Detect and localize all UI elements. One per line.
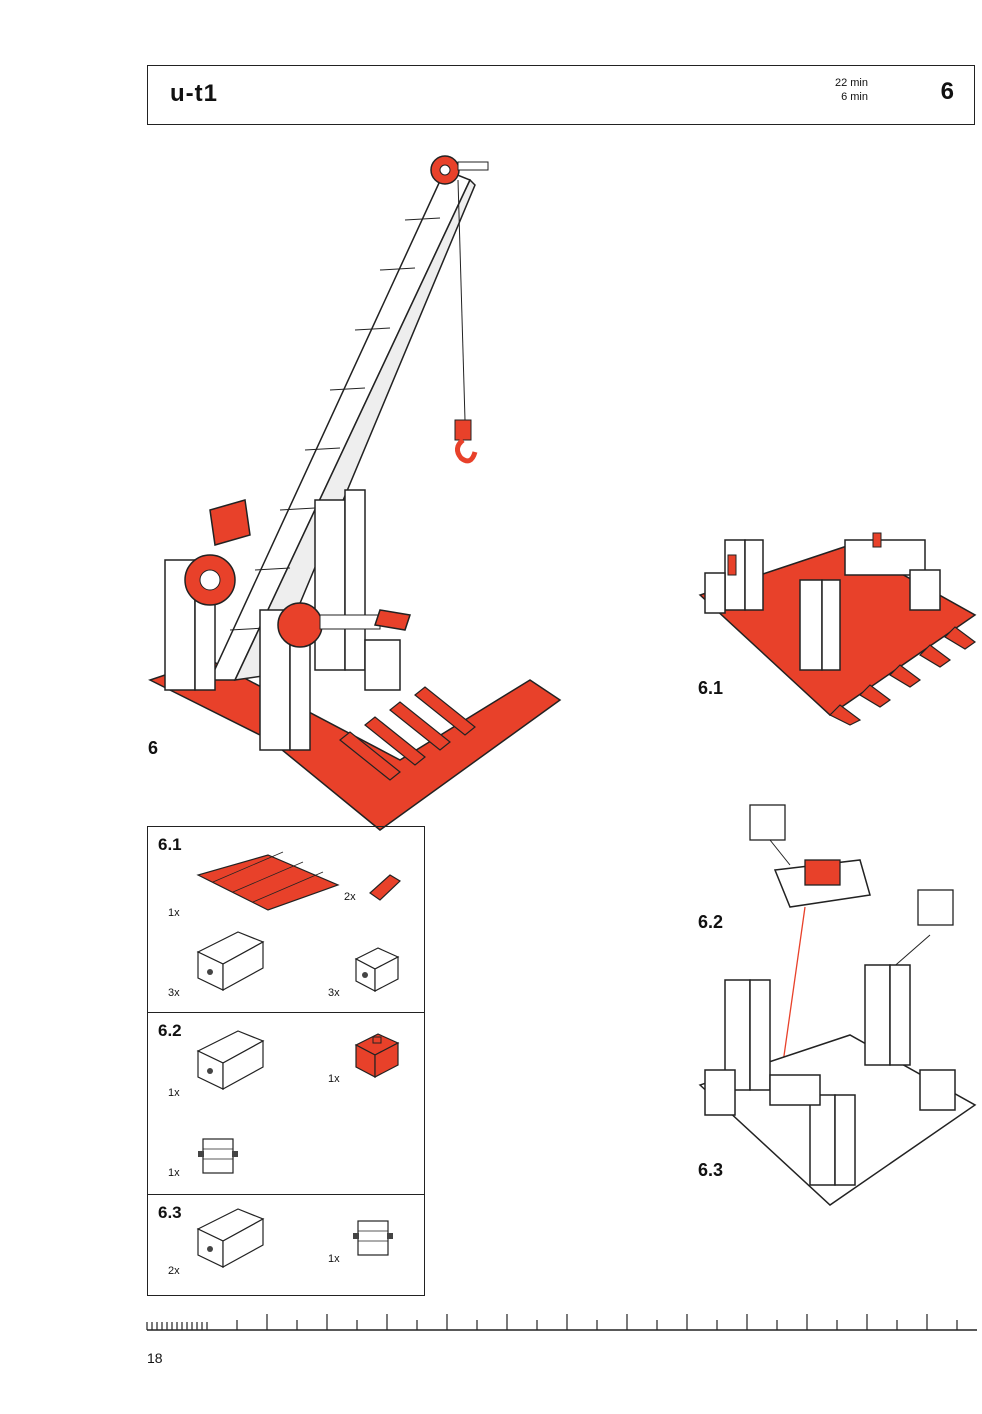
figure-6-1 [698,532,977,726]
white-building-block-icon [196,931,265,992]
qty-label: 3x [168,987,180,999]
figure-6-3-label: 6.3 [698,1160,724,1180]
qty-label: 2x [168,1265,180,1277]
step-header: u-t1 22 min 6 min 6 [147,65,975,125]
step-number: 6 [940,78,954,105]
measuring-ruler [146,1314,977,1331]
qty-label: 1x [168,1167,180,1179]
model-title: u-t1 [170,80,218,107]
figure-6-1-label: 6.1 [698,678,724,698]
qty-label: 1x [168,1087,180,1099]
parts-list: 6.1 1x 2x 3x 3x 6.2 [147,826,425,1296]
parts-section-6-1: 6.1 1x 2x 3x 3x [148,827,424,1013]
time-line-2: 6 min [841,91,868,103]
parts-section-6-3: 6.3 2x 1x [148,1195,424,1297]
section-label: 6.2 [158,1021,182,1040]
section-label: 6.3 [158,1203,182,1222]
red-baseplate-icon [196,851,340,911]
time-line-1: 22 min [834,77,868,89]
crane-illustration [148,155,562,831]
white-building-block-icon [196,1030,265,1091]
white-building-block-icon [196,1208,265,1269]
qty-label: 1x [168,907,180,919]
page-number: 18 [147,1350,163,1366]
red-small-block-icon [369,874,401,901]
qty-label: 1x [328,1073,340,1085]
white-building-block-with-pins-icon [198,1138,238,1174]
build-times: 22 min 6 min [788,76,868,104]
figure-6-2-label: 6.2 [698,912,724,932]
white-building-block-with-pins-icon [353,1220,393,1256]
white-building-block-small-icon [354,947,400,992]
qty-label: 2x [344,891,356,903]
figure-6-2-6-3 [698,804,977,1206]
qty-label: 3x [328,987,340,999]
section-label: 6.1 [158,835,182,854]
red-angle-block-icon [354,1033,400,1078]
main-figure-label: 6 [148,738,159,758]
parts-section-6-2: 6.2 1x 1x 1x [148,1013,424,1195]
qty-label: 1x [328,1253,340,1265]
